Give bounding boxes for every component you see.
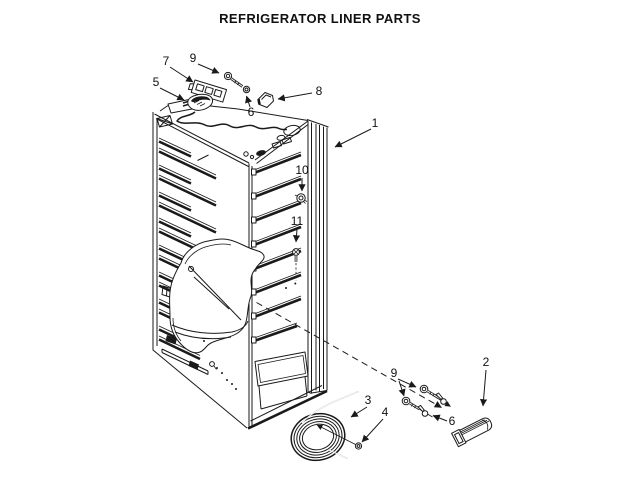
callout-labels: 1 2 3 4 5 6 6 7 8 9 9 10 11 <box>153 51 490 428</box>
callout-label-8: 8 <box>316 84 323 98</box>
callout-leaders <box>159 63 488 443</box>
installation-dashed-line <box>256 302 442 408</box>
grommet-top <box>242 85 251 94</box>
callout-label-5: 5 <box>153 75 160 89</box>
wire-harness-drawing <box>176 111 288 131</box>
callout-label-9-bottom: 9 <box>391 366 398 380</box>
callout-label-2: 2 <box>483 355 490 369</box>
callout-label-4: 4 <box>382 405 389 419</box>
callout-label-1: 1 <box>372 116 379 130</box>
page-title: REFRIGERATOR LINER PARTS <box>219 11 421 26</box>
grille-endcap-drawing <box>451 417 493 448</box>
callout-label-11: 11 <box>291 214 304 228</box>
callout-label-6-top: 6 <box>248 105 255 119</box>
water-tube-coil-drawing <box>290 391 363 462</box>
screw-washer-top-drawing <box>223 71 251 94</box>
callout-label-9-top: 9 <box>190 51 197 65</box>
callout-label-10: 10 <box>295 163 309 177</box>
switch-part-drawing <box>182 93 214 111</box>
screw-11-drawing <box>292 248 300 285</box>
clip-bracket-drawing <box>257 92 274 108</box>
callout-label-6-bottom: 6 <box>449 414 456 428</box>
callout-label-7: 7 <box>163 54 170 68</box>
callout-label-3: 3 <box>365 393 372 407</box>
screw-10-drawing <box>294 193 308 204</box>
liner-cabinet-drawing <box>152 99 329 430</box>
tube-screw <box>354 442 363 450</box>
screw-cluster-bottom-drawing <box>401 384 451 418</box>
